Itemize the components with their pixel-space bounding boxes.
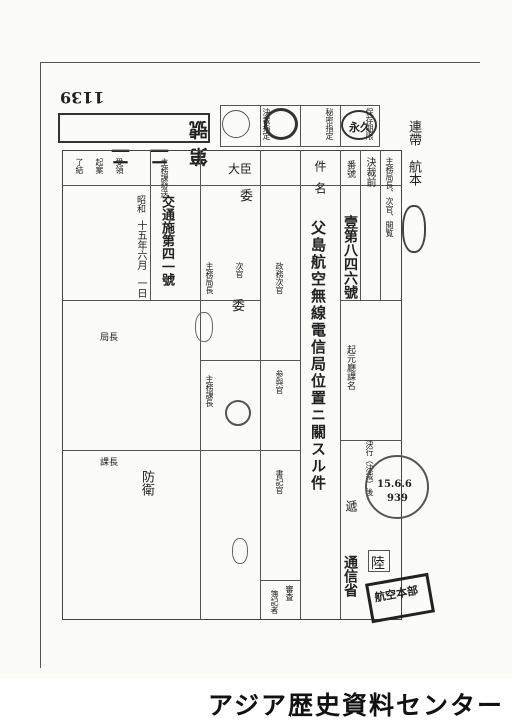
date-stamp: 15.6.6 939 [365, 455, 429, 519]
received-label: 受領 [115, 158, 124, 174]
completed-label: 了結 [75, 158, 84, 174]
airline-seal [402, 205, 426, 253]
secretary-label: 参與官 [275, 370, 284, 394]
subject-value: 父島航空無線電信局位置ニ關スル件 [309, 220, 327, 492]
approvers: 主務局長、次官、閲覧 [385, 157, 394, 237]
ministry-box: 陸 [368, 550, 390, 572]
origin-label: 起元廳課名 [345, 345, 355, 390]
eternal-stamp: 永久 [341, 110, 377, 140]
councilor-label: 政務次官 [275, 262, 284, 294]
seal-low [232, 538, 248, 564]
decide-before: 決裁前 [364, 157, 375, 187]
bureau-seal [195, 312, 213, 342]
examiner-label: 審査 [285, 585, 294, 601]
defense-value: 防衛 [139, 470, 154, 496]
classification-label: 秘密指定 [325, 108, 334, 140]
year-1: 十五年 [135, 220, 146, 250]
decision-seal [264, 108, 298, 140]
drafted-label: 起案 [95, 158, 104, 174]
month-1: 六月 [135, 250, 146, 270]
day-1: 一日 [135, 278, 146, 298]
subject-label: 件名 [313, 160, 327, 204]
vice-label: 次官 [235, 262, 244, 278]
frame-top [40, 62, 480, 63]
origin-value: 通信省 [342, 555, 358, 597]
form-table [62, 150, 402, 620]
minister-label: 大臣 [228, 162, 253, 176]
sent-label: 主務課發送 [160, 158, 169, 198]
dept-chief-label: 局長 [100, 333, 119, 343]
origin-mark: 遞 [344, 500, 358, 512]
era-1: 昭和 [135, 195, 145, 213]
footer-bar: アジア歴史資料センター [0, 678, 512, 723]
decide-after-line: 決行（決裁）後 [365, 440, 374, 496]
seal-faint [222, 110, 250, 138]
recorder-label: 簿記者 [270, 590, 279, 614]
title-box: 第二二號 [58, 113, 210, 167]
sect-head-label: 課長 [100, 458, 119, 468]
file-number: 1139 [60, 88, 105, 107]
minister-approval: 委 [240, 189, 254, 204]
airline-text: 航本 [406, 160, 421, 186]
source-watermark: アジア歴史資料センター [207, 691, 504, 720]
frame-left [40, 62, 41, 668]
number-value: 壹第八四六號 [342, 215, 358, 299]
section-chief-label: 主務課長 [205, 375, 214, 407]
section-seal [225, 400, 251, 426]
bureau-chief-label: 主務局長 [205, 262, 214, 294]
doc-type-value: 交通施第四一號 [159, 195, 174, 286]
vice-approval: 委 [232, 299, 246, 314]
number-label: 番號 [345, 160, 355, 178]
liaison-text: 連帶 [406, 120, 421, 146]
administrator-label: 書記官 [275, 470, 284, 494]
